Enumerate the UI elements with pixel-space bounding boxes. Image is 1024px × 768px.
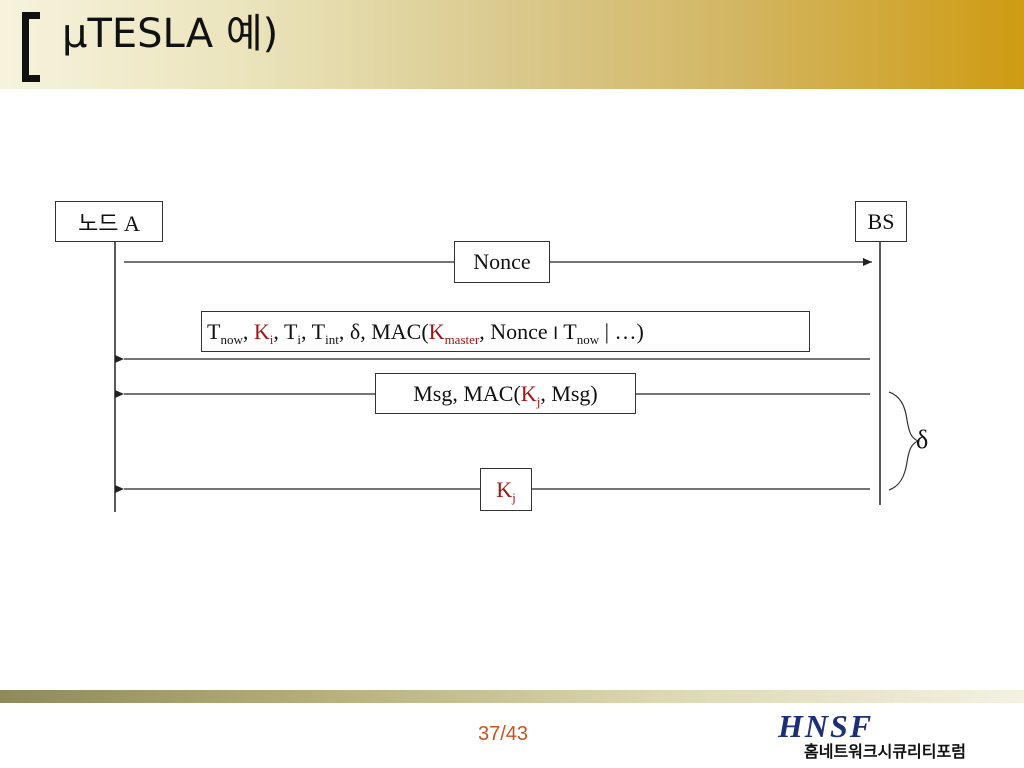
node-a-label: 노드 A (78, 210, 140, 236)
nonce-label: Nonce (473, 249, 531, 274)
title-bracket-decoration (22, 12, 40, 82)
bs-label: BS (867, 208, 895, 234)
key-disclosure-message-box: Tnow, Ki, Ti, Tint, δ, MAC(Kmaster, Nonc… (201, 311, 810, 352)
nonce-box: Nonce (454, 241, 550, 283)
message-mac-box: Msg, MAC(Kj, Msg) (375, 373, 636, 414)
footer-bar (0, 690, 1024, 703)
bs-box: BS (855, 201, 907, 242)
logo-subtitle: 홈네트워크시큐리티포럼 (804, 742, 966, 761)
delta-brace (888, 391, 920, 491)
title-banner (0, 0, 1024, 89)
hnsf-logo: HNSF (778, 708, 874, 744)
node-a-box: 노드 A (55, 201, 163, 242)
msg3-text: Msg, MAC(Kj, Msg) (413, 380, 598, 409)
msg2-text: Tnow, Ki, Ti, Tint, δ, MAC(Kmaster, Nonc… (207, 318, 644, 347)
delta-label: δ (916, 425, 929, 454)
msg4-text: Kj (496, 476, 516, 505)
slide-title: μTESLA 예) (62, 11, 279, 57)
page-number: 37/43 (478, 723, 529, 745)
key-release-box: Kj (480, 468, 532, 511)
